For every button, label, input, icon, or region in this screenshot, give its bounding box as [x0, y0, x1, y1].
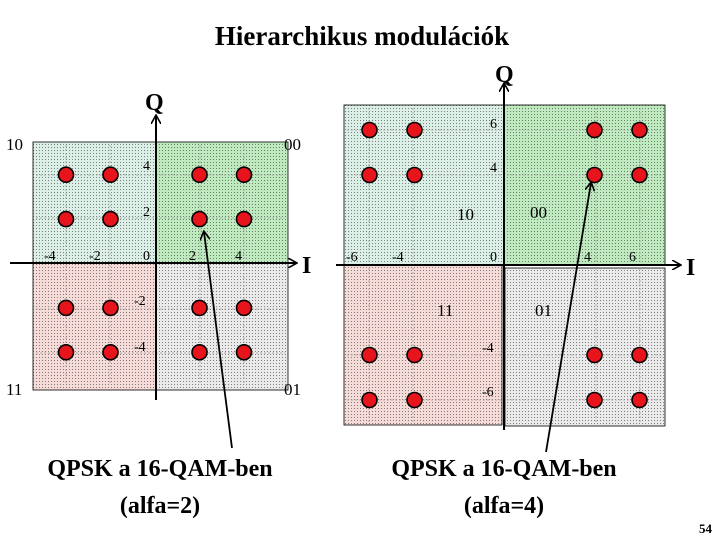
right-i-axis-label: I: [686, 255, 695, 281]
constellation-point: [361, 166, 378, 184]
left-quadrant-label-11: 11: [6, 380, 22, 399]
constellation-point: [57, 299, 75, 317]
left-y-tick-labels: 4 2 -2 -4: [134, 159, 150, 355]
right-y-tick-labels: 6 4 -4 -6: [482, 117, 497, 400]
constellation-point: [406, 121, 423, 139]
left-x-tick-label: -4: [44, 249, 56, 264]
right-quadrant-label-10: 10: [457, 205, 474, 224]
left-quadrant-label-00: 00: [284, 135, 301, 154]
constellation-point: [586, 346, 603, 364]
left-y-tick-label: 2: [143, 205, 150, 220]
constellation-point: [235, 210, 253, 228]
constellation-point: [102, 343, 119, 361]
slide-title: Hierarchikus modulációk: [215, 21, 509, 51]
left-quadrant-label-01: 01: [284, 380, 301, 399]
right-y-tick-label: -4: [482, 341, 494, 356]
constellation-point: [586, 121, 603, 139]
left-x-tick-label: 4: [235, 249, 242, 264]
right-y-tick-label: 4: [490, 161, 497, 176]
constellation-point: [361, 121, 378, 139]
right-y-tick-label: 6: [490, 117, 497, 132]
constellation-point: [631, 346, 648, 364]
constellation-point: [102, 166, 119, 183]
right-y-tick-label: -6: [482, 385, 494, 400]
right-x-tick-label: 4: [584, 250, 591, 265]
constellation-point: [57, 343, 75, 361]
left-x-tick-labels: -4 -2 0 2 4: [44, 249, 242, 264]
constellation-point: [406, 391, 423, 409]
constellation-point: [57, 166, 75, 183]
right-quadrant-label-11: 11: [437, 301, 453, 320]
constellation-point: [361, 346, 378, 364]
constellation-point: [406, 346, 423, 364]
left-y-tick-label: -4: [134, 340, 146, 355]
constellation-point: [191, 166, 208, 183]
constellation-point: [235, 343, 253, 361]
constellation-point: [57, 210, 75, 228]
constellation-point: [191, 210, 208, 228]
constellation-point: [235, 299, 253, 317]
left-caption-line1: QPSK a 16-QAM-ben: [47, 456, 272, 482]
left-constellation-points: [57, 166, 253, 361]
slide-page-number: 54: [699, 521, 713, 536]
right-constellation-diagram: Q I 10 00 11 01 -6 -4 0 4 6 6 4 -4 -6 QP…: [336, 62, 695, 519]
constellation-point: [586, 166, 603, 184]
left-pointer-arrow: [204, 232, 233, 449]
constellation-point: [235, 166, 253, 183]
right-quadrant-label-00: 00: [530, 203, 547, 222]
right-q-axis-label: Q: [495, 62, 514, 88]
right-x-tick-label: 0: [490, 250, 497, 265]
left-y-tick-label: -2: [134, 294, 146, 309]
constellation-point: [631, 166, 648, 184]
left-x-tick-label: -2: [89, 249, 101, 264]
left-caption-line2: (alfa=2): [120, 493, 200, 519]
left-constellation-diagram: Q I 10 00 11 01 -4 -2 0 2 4 4 2 -2 -4 QP…: [6, 90, 311, 519]
right-x-tick-labels: -6 -4 0 4 6: [346, 250, 636, 265]
left-x-tick-label: 2: [189, 249, 196, 264]
right-x-tick-label: -6: [346, 250, 358, 265]
right-x-tick-label: 6: [629, 250, 636, 265]
constellation-point: [631, 121, 648, 139]
constellation-point: [102, 299, 119, 317]
constellation-point: [191, 299, 208, 317]
constellation-point: [631, 391, 648, 409]
right-caption-line1: QPSK a 16-QAM-ben: [391, 456, 616, 482]
constellation-point: [406, 166, 423, 184]
left-x-tick-label: 0: [143, 249, 150, 264]
constellation-point: [191, 343, 208, 361]
left-quadrant-label-10: 10: [6, 135, 23, 154]
right-quadrant-label-01: 01: [535, 301, 552, 320]
constellation-point: [586, 391, 603, 409]
left-y-tick-label: 4: [143, 159, 150, 174]
right-pointer-arrow: [545, 183, 591, 453]
constellation-point: [102, 210, 119, 228]
right-caption-line2: (alfa=4): [464, 493, 544, 519]
right-constellation-points: [361, 121, 648, 409]
left-i-axis-label: I: [302, 253, 311, 279]
left-q-axis-label: Q: [145, 90, 164, 116]
constellation-point: [361, 391, 378, 409]
right-x-tick-label: -4: [392, 250, 404, 265]
